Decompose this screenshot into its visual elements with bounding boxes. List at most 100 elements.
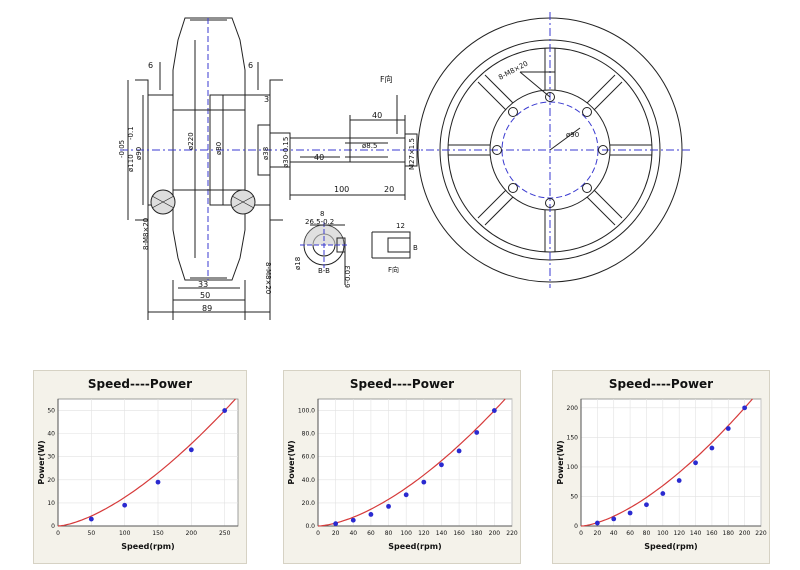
x-tick-label: 100 (119, 530, 131, 537)
data-point (725, 426, 731, 431)
x-tick-label: 250 (219, 530, 231, 537)
chart-title: Speed----Power (350, 377, 454, 391)
data-point (439, 462, 444, 468)
x-tick-label: 220 (755, 530, 767, 537)
data-point (594, 520, 600, 526)
data-point (222, 408, 228, 413)
y-tick-label: 100 (567, 464, 579, 471)
x-tick-label: 0 (579, 530, 583, 537)
x-tick-label: 0 (316, 530, 320, 537)
x-tick-label: 140 (436, 530, 448, 537)
data-point (660, 491, 666, 496)
dim-20: 20 (384, 185, 394, 194)
data-point (693, 460, 698, 466)
thread-label: M27×1.5 (408, 138, 416, 170)
data-point (474, 430, 480, 435)
bolt-face-label: 8-M8×20 (497, 60, 529, 82)
key-height-label: 26.5-0.2 (305, 218, 334, 226)
fit-curve (57, 398, 236, 527)
plot-area (57, 398, 239, 527)
x-tick-label: 100 (400, 530, 412, 537)
data-point (676, 478, 682, 483)
data-point (350, 517, 356, 523)
x-tick-label: 150 (152, 530, 164, 537)
data-point (403, 492, 409, 498)
key-section-detail (300, 222, 411, 285)
y-tick-label: 50 (570, 493, 578, 500)
y-tick-label: 20 (47, 477, 55, 484)
y-tick-label: 10 (47, 500, 55, 507)
data-point (155, 479, 161, 485)
y-tick-label: 0 (574, 523, 578, 530)
data-point (368, 512, 374, 517)
x-tick-label: 40 (349, 530, 357, 537)
dim-tol-neg2: -0.1 (127, 126, 135, 140)
keyway-f-label: F向 (388, 265, 399, 274)
dim-80: ø80 (215, 142, 223, 155)
x-tick-label: 180 (471, 530, 483, 537)
dim-40-mid: 40 (314, 153, 324, 162)
data-point (644, 502, 649, 508)
x-tick-label: 100 (657, 530, 669, 537)
plot-area (317, 398, 513, 527)
keyway-b-label: B (413, 244, 418, 252)
data-point (122, 502, 128, 508)
view-f-label: F向 (380, 74, 393, 84)
pcd-label: ø90 (566, 131, 579, 139)
plot-area (580, 398, 762, 527)
data-point (491, 408, 497, 413)
x-axis-label: Speed(rpm) (644, 542, 697, 551)
bolt-right-label: 8-M8×20 (264, 262, 272, 294)
y-axis-label: Power(W) (37, 440, 46, 484)
data-point (421, 479, 427, 485)
data-point (709, 445, 715, 451)
data-point (611, 516, 617, 522)
x-tick-label: 60 (626, 530, 634, 537)
x-tick-label: 140 (690, 530, 702, 537)
wheel-front-view (410, 12, 690, 288)
data-point (88, 516, 94, 522)
dim-30: ø30-0.15 (282, 137, 290, 168)
y-tick-label: 30 (47, 454, 55, 461)
dim-3: 3 (264, 95, 269, 104)
x-tick-label: 50 (88, 530, 96, 537)
dim-33: 33 (198, 280, 208, 289)
y-tick-label: 80.0 (302, 431, 316, 438)
data-point (627, 510, 633, 516)
x-tick-label: 40 (610, 530, 618, 537)
y-tick-label: 60.0 (302, 454, 316, 461)
x-tick-label: 200 (186, 530, 198, 537)
dim-100: 100 (334, 185, 349, 194)
key-section-label: B-B (318, 267, 330, 275)
y-tick-label: 0 (51, 523, 55, 530)
x-tick-label: 80 (385, 530, 393, 537)
y-tick-label: 20.0 (302, 500, 316, 507)
x-tick-label: 20 (332, 530, 340, 537)
fit-curve (317, 398, 506, 527)
key-tolerance-label: 6-0.03 (344, 265, 352, 288)
y-tick-label: 200 (567, 405, 579, 412)
x-tick-label: 220 (506, 530, 518, 537)
keyway-length-label: 12 (396, 222, 405, 230)
y-axis-label: Power(W) (556, 440, 565, 484)
x-tick-label: 200 (739, 530, 751, 537)
data-point (456, 448, 462, 454)
x-tick-label: 20 (594, 530, 602, 537)
y-axis-label: Power(W) (287, 440, 296, 484)
y-tick-label: 100.0 (298, 408, 315, 415)
data-point (188, 447, 194, 453)
bolt-left-label: 8-M8×20 (142, 218, 150, 250)
dim-38: ø38 (262, 147, 270, 160)
shaft-view (120, 95, 420, 200)
dim-8-5: ø8.5 (362, 142, 377, 150)
chart-title: Speed----Power (609, 377, 713, 391)
chart-title: Speed----Power (88, 377, 192, 391)
x-tick-label: 160 (453, 530, 465, 537)
data-point (386, 503, 391, 509)
x-axis-label: Speed(rpm) (121, 542, 174, 551)
